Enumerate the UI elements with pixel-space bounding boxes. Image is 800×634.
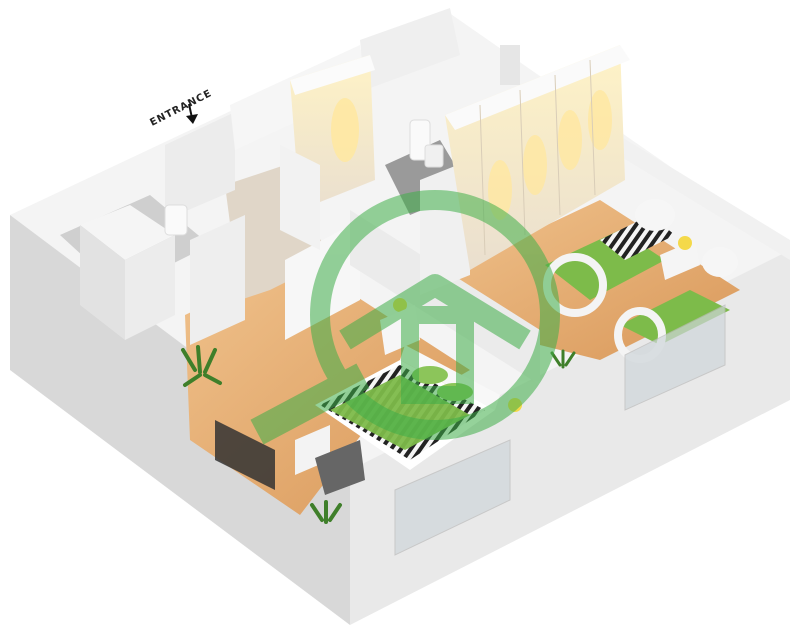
entrance-label: ENTRANCE [148,88,214,129]
house-logo-watermark [250,190,560,445]
closet [280,55,375,250]
kitchenette [409,45,520,168]
glass-doors [215,304,726,556]
arrow-down-icon [186,103,198,124]
plant-icon [181,345,222,387]
entrance-marker: ENTRANCE [148,88,214,129]
bathroom [80,204,188,340]
interior-walls [165,8,790,385]
lamp-icon [678,236,692,250]
plant-icon [310,500,342,524]
